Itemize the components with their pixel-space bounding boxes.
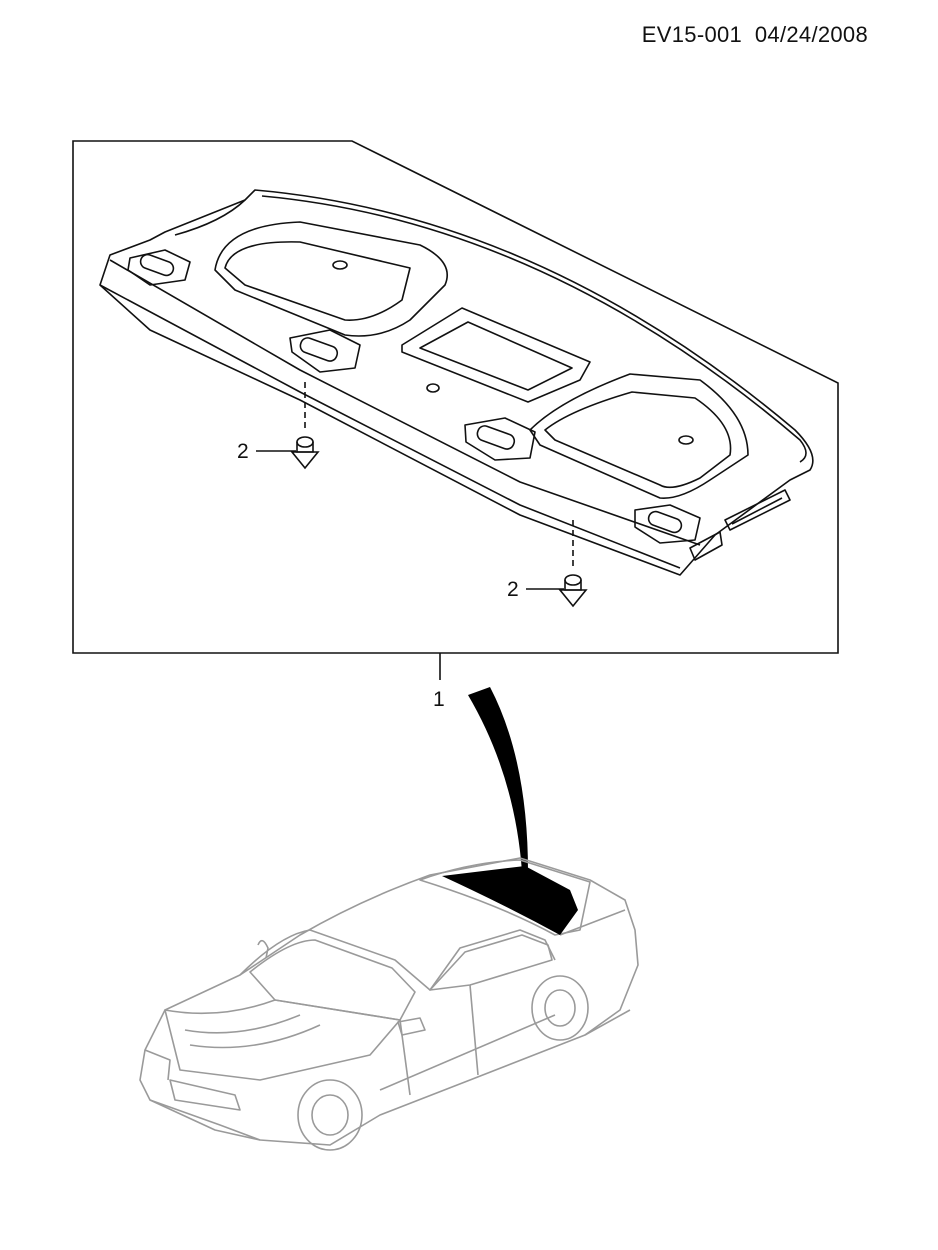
callout-assembly: 1	[433, 688, 445, 711]
diagram-date: 04/24/2008	[754, 22, 868, 47]
callout-clip-right: 2	[507, 578, 519, 601]
rear-package-shelf	[99, 189, 814, 576]
vehicle-outline	[139, 857, 639, 1151]
diagram-code: EV15-001	[641, 22, 743, 47]
detail-frame	[72, 140, 839, 654]
diagram-header: EV15-001 04/24/2008	[642, 22, 868, 48]
clip-right	[558, 520, 588, 608]
shelf-location-highlight	[442, 866, 578, 935]
clip-left	[290, 382, 320, 470]
callout-clip-left: 2	[237, 440, 249, 463]
location-arrow	[468, 687, 528, 872]
